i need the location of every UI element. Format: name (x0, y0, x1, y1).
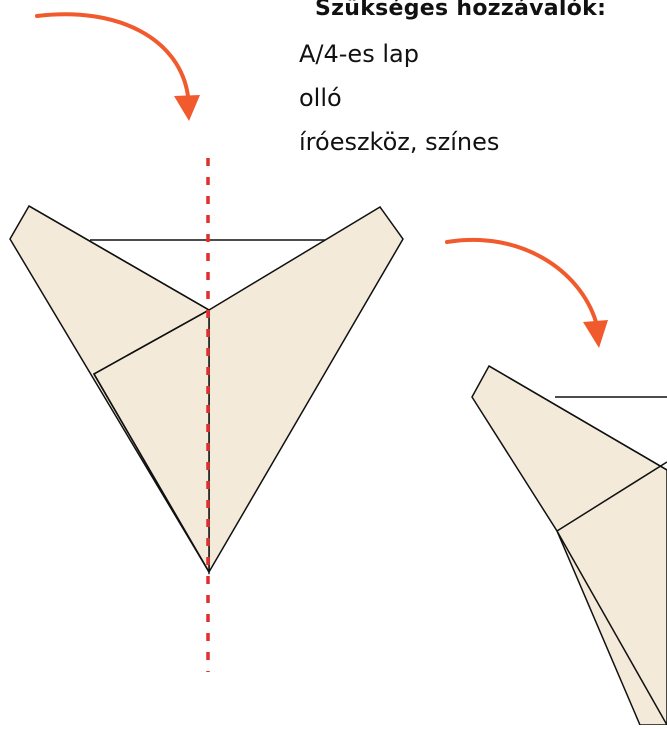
folded-paper-right (471, 364, 667, 726)
materials-heading: Szükséges hozzávalók: (315, 0, 607, 21)
materials-item: íróeszköz, színes (299, 128, 500, 156)
materials-item: A/4-es lap (299, 40, 419, 68)
folded-paper-left (9, 204, 404, 575)
curved-arrow-icon (35, 12, 200, 121)
curved-arrow-icon (445, 237, 608, 348)
materials-item: olló (299, 84, 342, 112)
